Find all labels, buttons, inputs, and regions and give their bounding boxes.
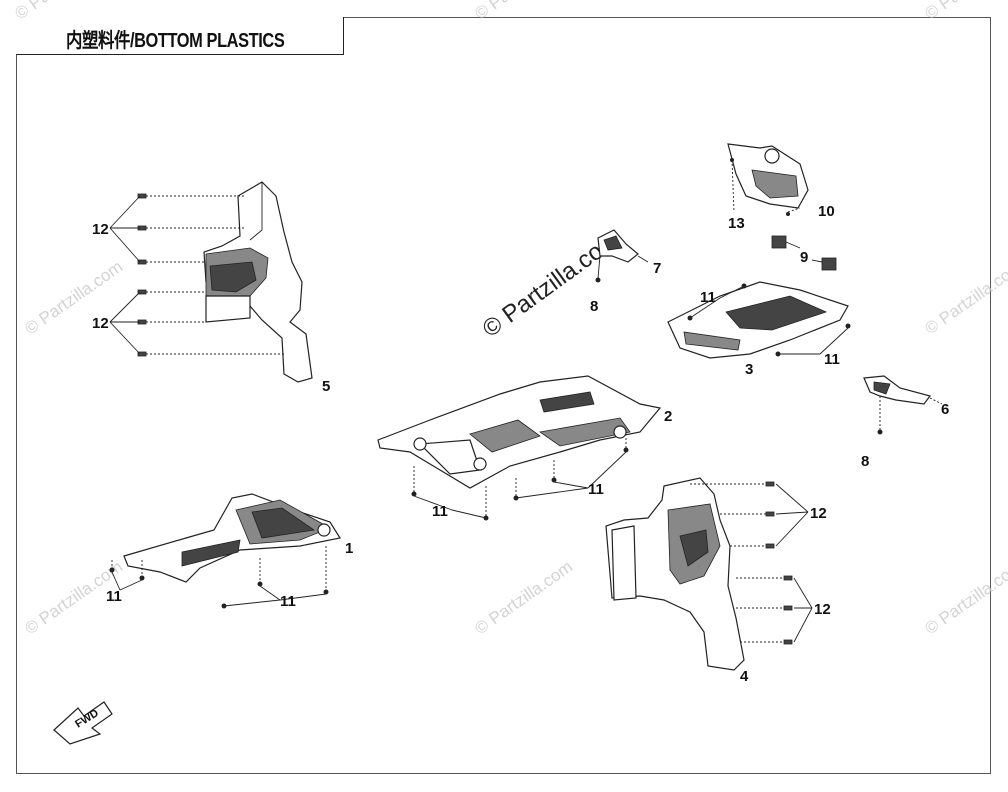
part-5-left-guard bbox=[203, 181, 313, 383]
callout-11b: 11 bbox=[280, 593, 296, 610]
callout-7: 7 bbox=[653, 260, 661, 277]
callout-13: 13 bbox=[728, 215, 745, 232]
fasteners-12-right bbox=[690, 481, 813, 645]
callout-11c: 11 bbox=[432, 503, 448, 520]
part-4-right-guard bbox=[605, 477, 745, 671]
watermark-faint: © Partzilla.com bbox=[11, 0, 116, 23]
part-3-skid bbox=[667, 281, 849, 359]
fasteners-11-part3 bbox=[687, 283, 851, 357]
watermark-faint: © Partzilla.com bbox=[921, 557, 1008, 638]
part-6-bracket bbox=[863, 375, 943, 435]
callout-12a: 12 bbox=[92, 221, 109, 238]
callout-12c: 12 bbox=[810, 505, 827, 522]
drawing-frame bbox=[16, 17, 991, 774]
fwd-arrow-icon: FWD bbox=[53, 701, 113, 745]
callout-8b: 8 bbox=[861, 453, 869, 470]
callout-11d: 11 bbox=[588, 481, 604, 498]
callout-11f: 11 bbox=[824, 351, 840, 368]
title-box bbox=[16, 17, 344, 55]
part-10-cover bbox=[727, 143, 809, 216]
callout-9: 9 bbox=[800, 249, 808, 266]
callout-labels: 1 2 3 4 5 6 7 8 8 9 10 11 11 11 11 11 11… bbox=[92, 203, 949, 685]
watermark-faint: © Partzilla.com bbox=[921, 257, 1008, 338]
part-1-skid bbox=[123, 493, 341, 583]
part-9-clips bbox=[771, 235, 837, 271]
watermark-faint: © Partzilla.com bbox=[921, 0, 1008, 23]
callout-2: 2 bbox=[664, 408, 672, 425]
callout-12d: 12 bbox=[814, 601, 831, 618]
watermark-faint: © Partzilla.com bbox=[21, 257, 126, 338]
fasteners-11-part2 bbox=[411, 436, 629, 521]
part-7-bracket bbox=[595, 229, 649, 283]
callout-12b: 12 bbox=[92, 315, 109, 332]
fasteners-11-part1 bbox=[109, 544, 329, 609]
callout-6: 6 bbox=[941, 401, 949, 418]
part-2-floor bbox=[377, 375, 662, 489]
page-title: 内塑料件/BOTTOM PLASTICS bbox=[66, 30, 285, 52]
watermark-faint: © Partzilla.com bbox=[471, 557, 576, 638]
callout-10: 10 bbox=[818, 203, 835, 220]
callout-8a: 8 bbox=[590, 298, 598, 315]
fasteners-12-left bbox=[109, 193, 284, 357]
callout-5: 5 bbox=[322, 378, 330, 395]
callout-1: 1 bbox=[345, 540, 353, 557]
watermark-faint: © Partzilla.com bbox=[471, 0, 576, 23]
callout-11e: 11 bbox=[700, 289, 716, 306]
callout-3: 3 bbox=[745, 361, 753, 378]
callout-11a: 11 bbox=[106, 588, 122, 605]
callout-4: 4 bbox=[740, 668, 749, 685]
